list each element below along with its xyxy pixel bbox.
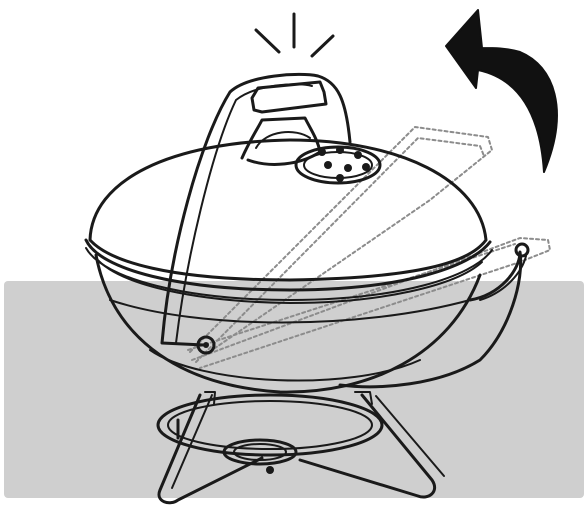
lid-handle <box>242 82 326 164</box>
lid-vent <box>296 146 380 183</box>
rotate-arrow-icon <box>446 10 557 172</box>
gray-panel <box>4 281 584 498</box>
motion-lines-icon <box>256 14 333 56</box>
